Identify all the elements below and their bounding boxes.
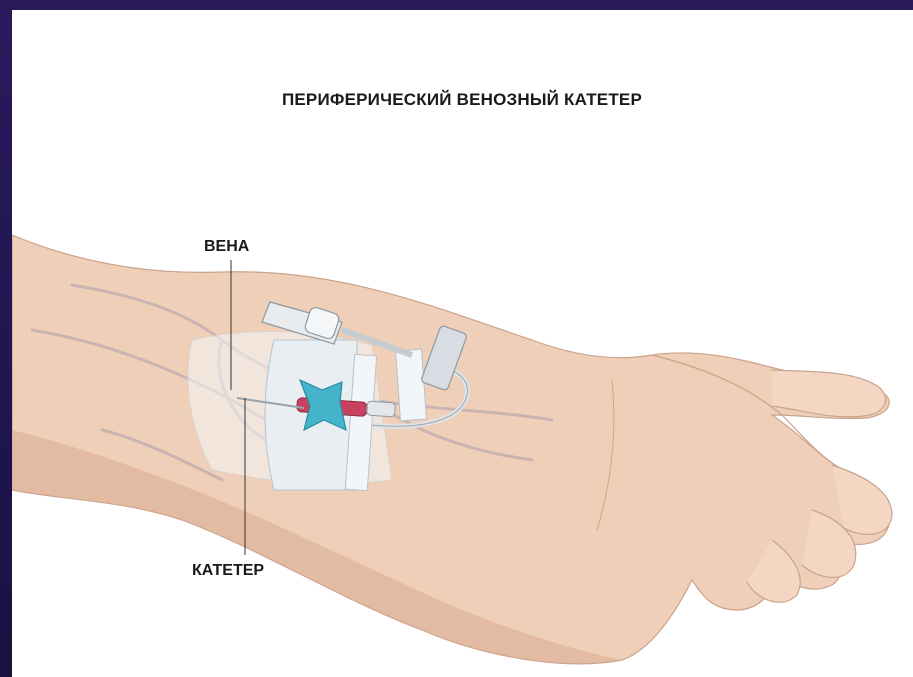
tape-strip-2: [396, 349, 427, 421]
slide-canvas: ПЕРИФЕРИЧЕСКИЙ ВЕНОЗНЫЙ КАТЕТЕР ВЕНА КАТ…: [12, 10, 913, 677]
diagram-title: ПЕРИФЕРИЧЕСКИЙ ВЕНОЗНЫЙ КАТЕТЕР: [232, 90, 692, 110]
forearm: [12, 235, 890, 664]
label-catheter: КАТЕТЕР: [192, 562, 264, 580]
label-vein: ВЕНА: [204, 238, 249, 256]
hub-connector: [367, 401, 396, 417]
arm-illustration: [12, 10, 913, 677]
